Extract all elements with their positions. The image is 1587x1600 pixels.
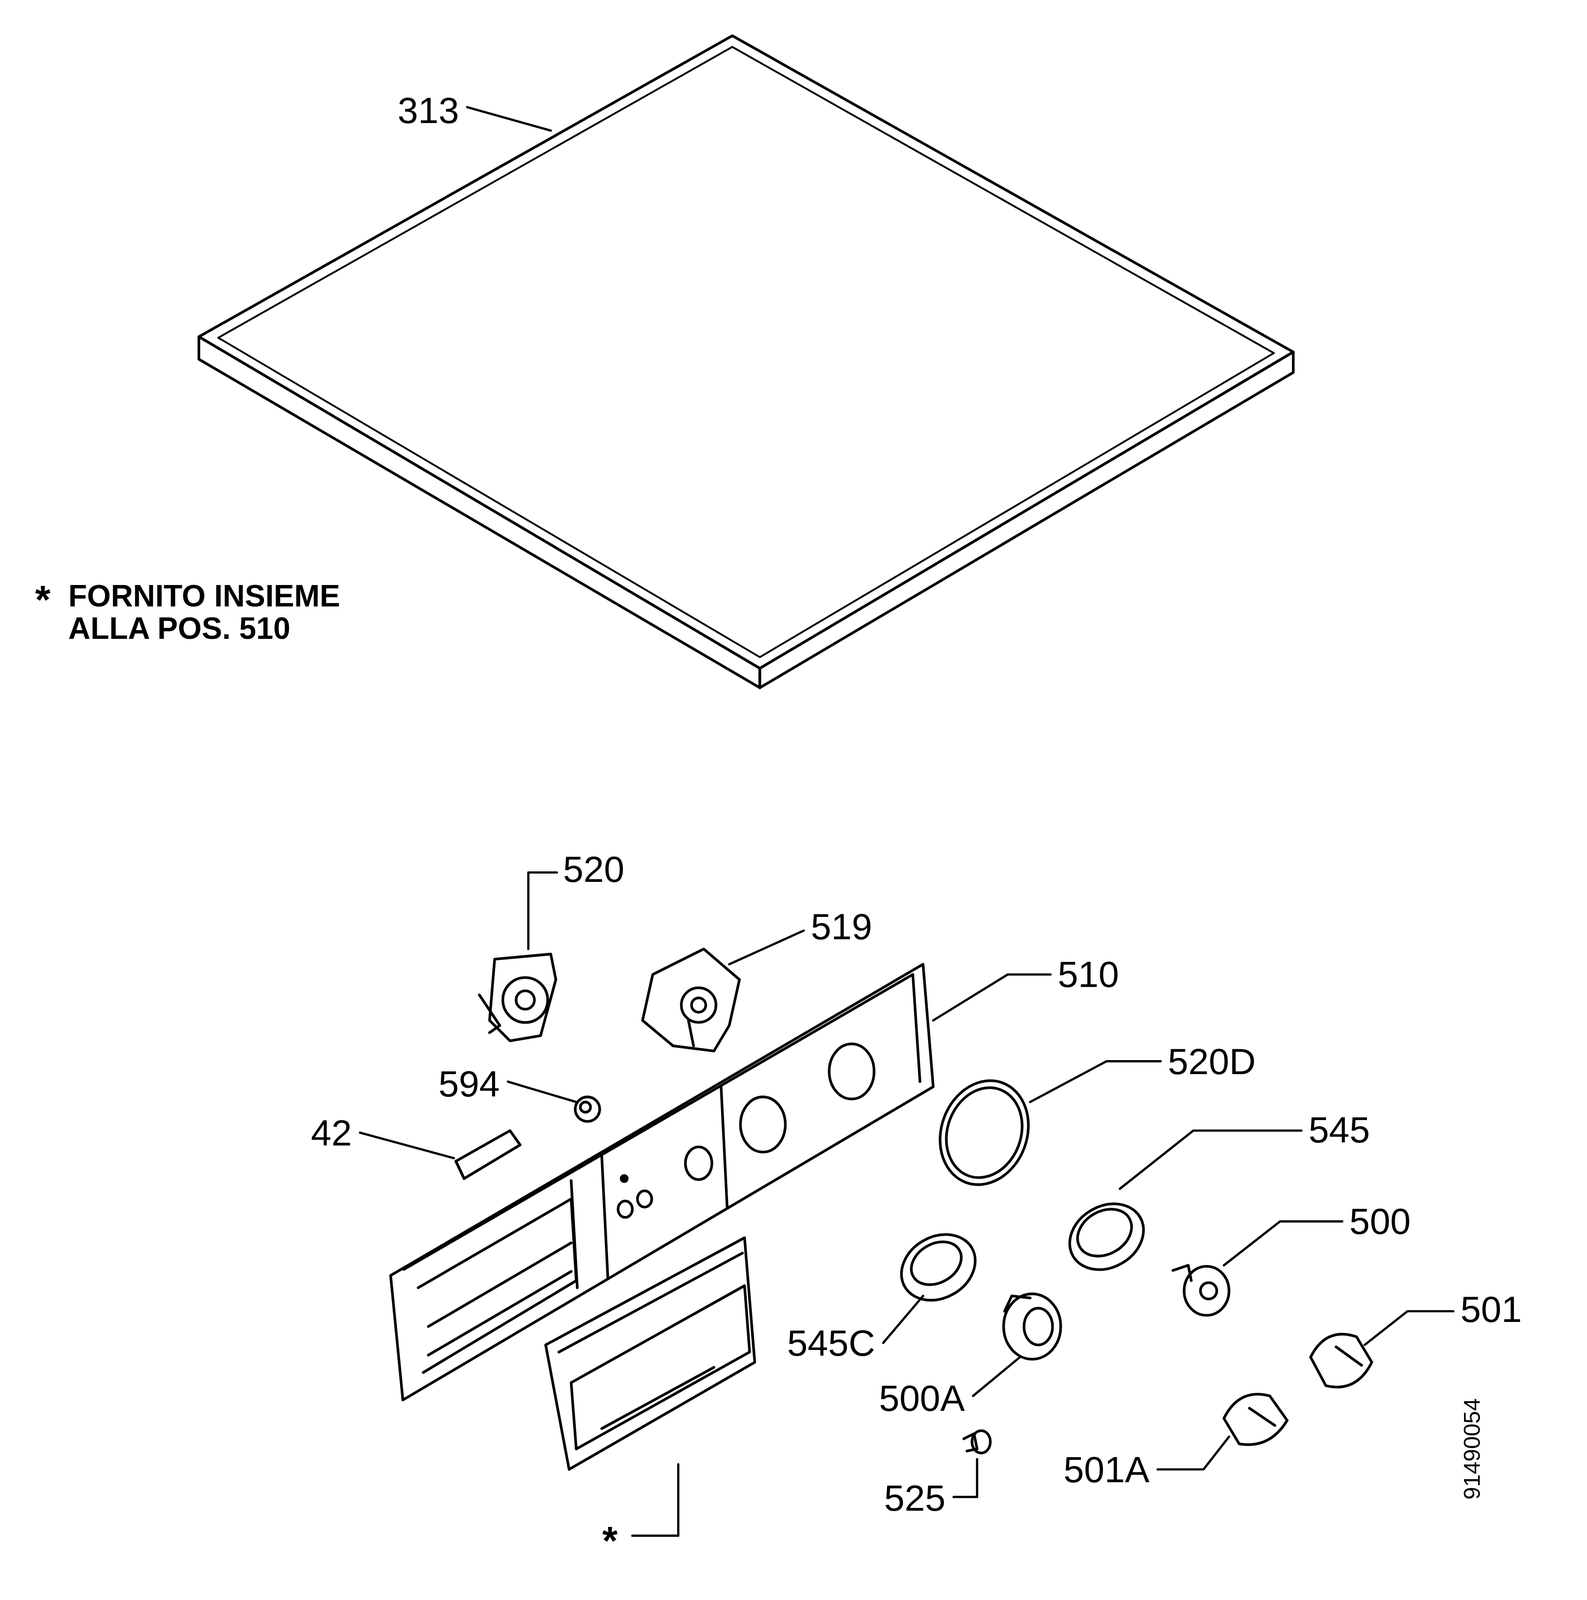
- leader-lines: [359, 107, 1454, 1536]
- note-marker: *: [602, 1520, 618, 1562]
- part-number: 545: [1308, 1110, 1370, 1149]
- part-number: 520D: [1167, 1041, 1256, 1081]
- part-number: 525: [883, 1478, 946, 1517]
- part-number: 520: [563, 849, 625, 889]
- part-number: 519: [810, 907, 873, 946]
- selector-frame: [642, 948, 740, 1051]
- lid: [198, 35, 1294, 688]
- part-number: 42: [310, 1113, 352, 1152]
- part-number: 545C: [787, 1323, 876, 1362]
- note-marker: *: [35, 579, 51, 621]
- switch-bracket: [479, 953, 556, 1041]
- note-text: FORNITO INSIEME ALLA POS. 510: [68, 580, 402, 645]
- drawing-number: 91490054: [1459, 1397, 1484, 1500]
- part-number: 594: [438, 1064, 500, 1103]
- part-number: 510: [1057, 954, 1119, 994]
- part-number: 501: [1460, 1289, 1522, 1329]
- part-number: 313: [397, 91, 459, 130]
- part-number: 500: [1349, 1201, 1411, 1241]
- drawer-front: [545, 1237, 755, 1470]
- part-number: 500A: [879, 1378, 965, 1417]
- part-number: 501A: [1063, 1449, 1150, 1489]
- small-parts: [455, 1067, 1372, 1453]
